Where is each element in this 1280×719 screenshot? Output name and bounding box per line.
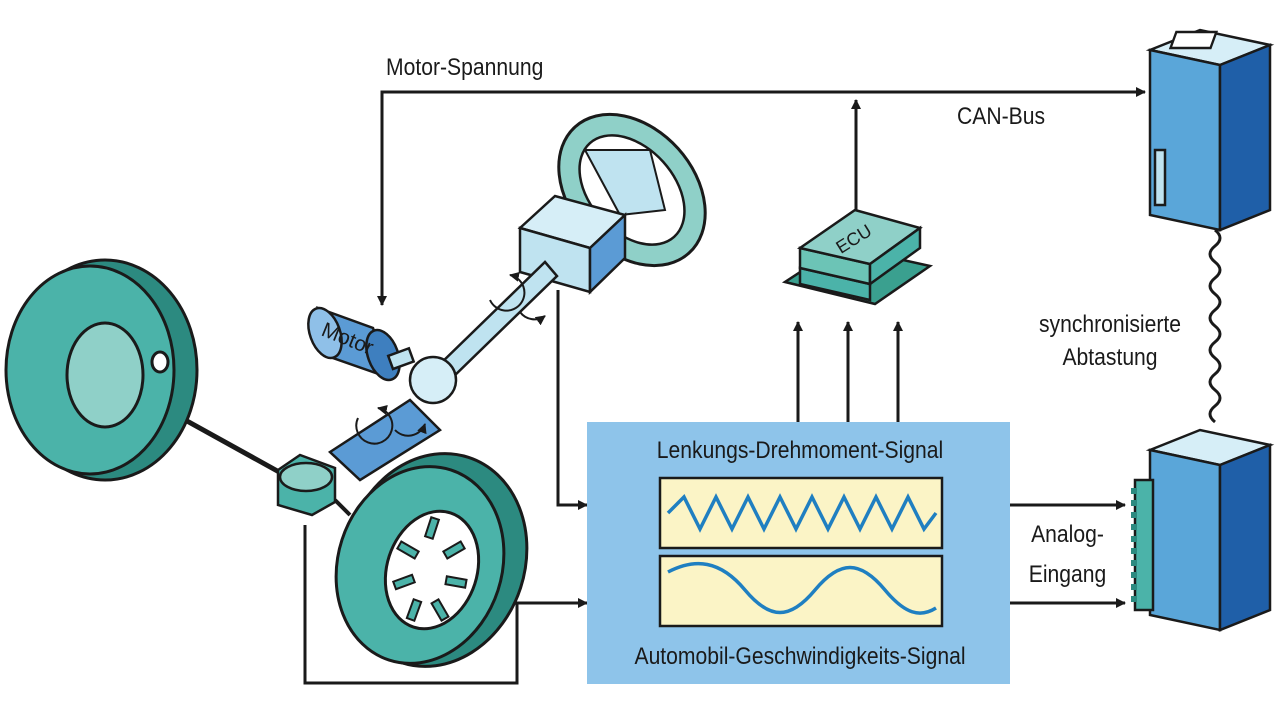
rotation-indicators: [355, 271, 546, 445]
signal-panel: [587, 422, 1010, 684]
can-bus-label: CAN-Bus: [957, 103, 1046, 130]
analog-output-arrows: [1010, 500, 1126, 608]
wheel-icon: [4, 258, 199, 482]
ecu-icon: [781, 208, 934, 306]
signal-to-ecu-arrows: [793, 321, 903, 422]
daq-device-icon: [1131, 428, 1275, 632]
motor-icon: [307, 305, 416, 382]
speed-waveform: [667, 561, 937, 615]
steering-torque-signal-label: Lenkungs-Drehmoment-Signal: [656, 437, 944, 464]
speed-signal-line: [303, 525, 588, 685]
sync-sampling-connection: [1208, 228, 1222, 424]
sync-sampling-label-1: synchronisierte: [1038, 311, 1182, 338]
wheel-icon: [334, 452, 529, 668]
vehicle-speed-signal-label: Automobil-Geschwindigkeits-Signal: [634, 643, 966, 670]
analog-input-label-1: Analog-: [1031, 521, 1104, 548]
speed-signal-box: [658, 554, 944, 628]
motor-voltage-label: Motor-Spannung: [386, 54, 544, 81]
daq-device-icon: [1145, 28, 1275, 232]
analog-input-label-2: Eingang: [1028, 561, 1107, 588]
steering-column: [327, 260, 559, 482]
torque-waveform: [666, 493, 938, 533]
sync-sampling-label-2: Abtastung: [1062, 344, 1158, 371]
torque-signal-line: [556, 290, 588, 510]
